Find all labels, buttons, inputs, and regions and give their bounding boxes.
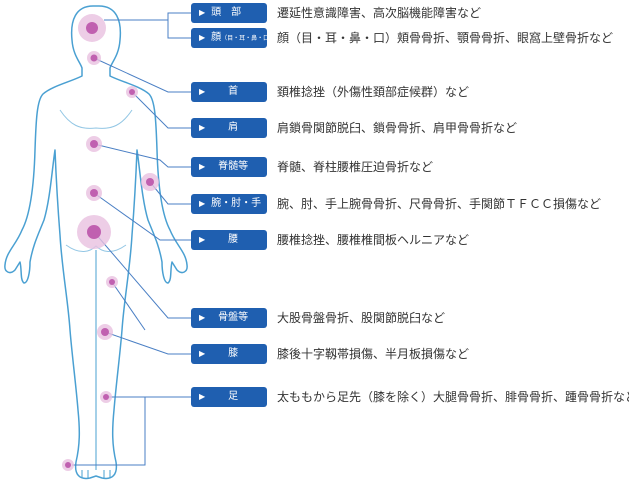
label-knee-text: 膝 [228,348,239,359]
leader-neck [93,57,191,93]
shoulder-blade-line [59,109,133,129]
label-pelvis-text: 骨盤等 [218,312,249,323]
marker-foot-core [103,394,109,400]
label-waist[interactable]: ▶腰 [191,230,267,250]
leader-spine [93,143,191,168]
desc-arm: 腕、肘、手上腕骨骨折、尺骨骨折、手関節ＴＦＣＣ損傷など [277,197,602,211]
play-arrow-icon: ▶ [199,33,206,42]
marker-neck-core [90,54,98,62]
play-arrow-icon: ▶ [199,162,206,171]
desc-knee: 膝後十字靱帯損傷、半月板損傷など [277,347,470,361]
leader-foot-vertical [72,397,146,466]
marker-toe-core [65,462,71,468]
label-arm[interactable]: ▶ 腕・肘・手 [191,194,267,214]
marker-back-core [90,189,98,197]
label-spine-text: 脊髄等 [218,161,249,172]
marker-waist-core [87,225,101,239]
label-arm-text: 腕・肘・手 [211,198,262,209]
label-shoulder-text: 肩 [228,122,239,133]
leader-lines [72,12,191,466]
label-knee[interactable]: ▶膝 [191,344,267,364]
desc-foot: 太ももから足先（膝を除く）大腿骨骨折、腓骨骨折、踵骨骨折など [277,390,629,404]
desc-shoulder: 肩鎖骨関節脱臼、鎖骨骨折、肩甲骨骨折など [277,121,518,135]
marker-arm-core [146,178,154,186]
label-face[interactable]: ▶ 顔（目・耳・鼻・口） [191,28,275,48]
marker-shoulder-core [129,89,135,95]
leader-arm [149,181,191,205]
play-arrow-icon: ▶ [199,392,206,401]
desc-face: 顔（目・耳・鼻・口）頬骨骨折、顎骨骨折、眼窩上壁骨折など [277,31,614,45]
label-face-sub: （目・耳・鼻・口） [221,35,276,42]
leader-shoulder [131,91,191,129]
leader-face [167,20,191,39]
label-foot-text: 足 [228,391,239,402]
label-shoulder[interactable]: ▶肩 [191,118,267,138]
label-pelvis[interactable]: ▶ 骨盤等 [191,308,267,328]
markers [62,14,159,471]
leader-thigh [111,281,146,331]
desc-spine: 脊髄、脊柱腰椎圧迫骨折など [277,160,434,174]
leader-pelvis [93,231,191,319]
play-arrow-icon: ▶ [199,235,206,244]
desc-pelvis: 大股骨盤骨折、股関節脱臼など [277,311,446,325]
play-arrow-icon: ▶ [199,349,206,358]
desc-neck: 頚椎捻挫（外傷性頚部症候群）など [277,85,470,99]
marker-knee-core [101,328,109,336]
leader-knee [104,331,191,355]
label-head[interactable]: ▶ 頭 部 [191,3,267,23]
marker-head-core [86,22,98,34]
label-spine[interactable]: ▶ 脊髄等 [191,157,267,177]
desc-waist: 腰椎捻挫、腰椎椎間板ヘルニアなど [277,233,470,247]
label-neck[interactable]: ▶首 [191,82,267,102]
label-head-text: 頭 部 [211,7,242,18]
play-arrow-icon: ▶ [199,87,206,96]
play-arrow-icon: ▶ [199,199,206,208]
play-arrow-icon: ▶ [199,123,206,132]
marker-spine-core [90,140,98,148]
play-arrow-icon: ▶ [199,313,206,322]
label-foot[interactable]: ▶足 [191,387,267,407]
marker-thigh-core [109,279,115,285]
desc-head: 遷延性意識障害、高次脳機能障害など [277,6,482,20]
leader-head [104,12,191,21]
toe-lines [81,470,111,478]
label-face-text: 顔 [211,32,222,43]
play-arrow-icon: ▶ [199,8,206,17]
leader-waist [93,192,191,241]
label-neck-text: 首 [228,86,239,97]
label-waist-text: 腰 [228,234,239,245]
